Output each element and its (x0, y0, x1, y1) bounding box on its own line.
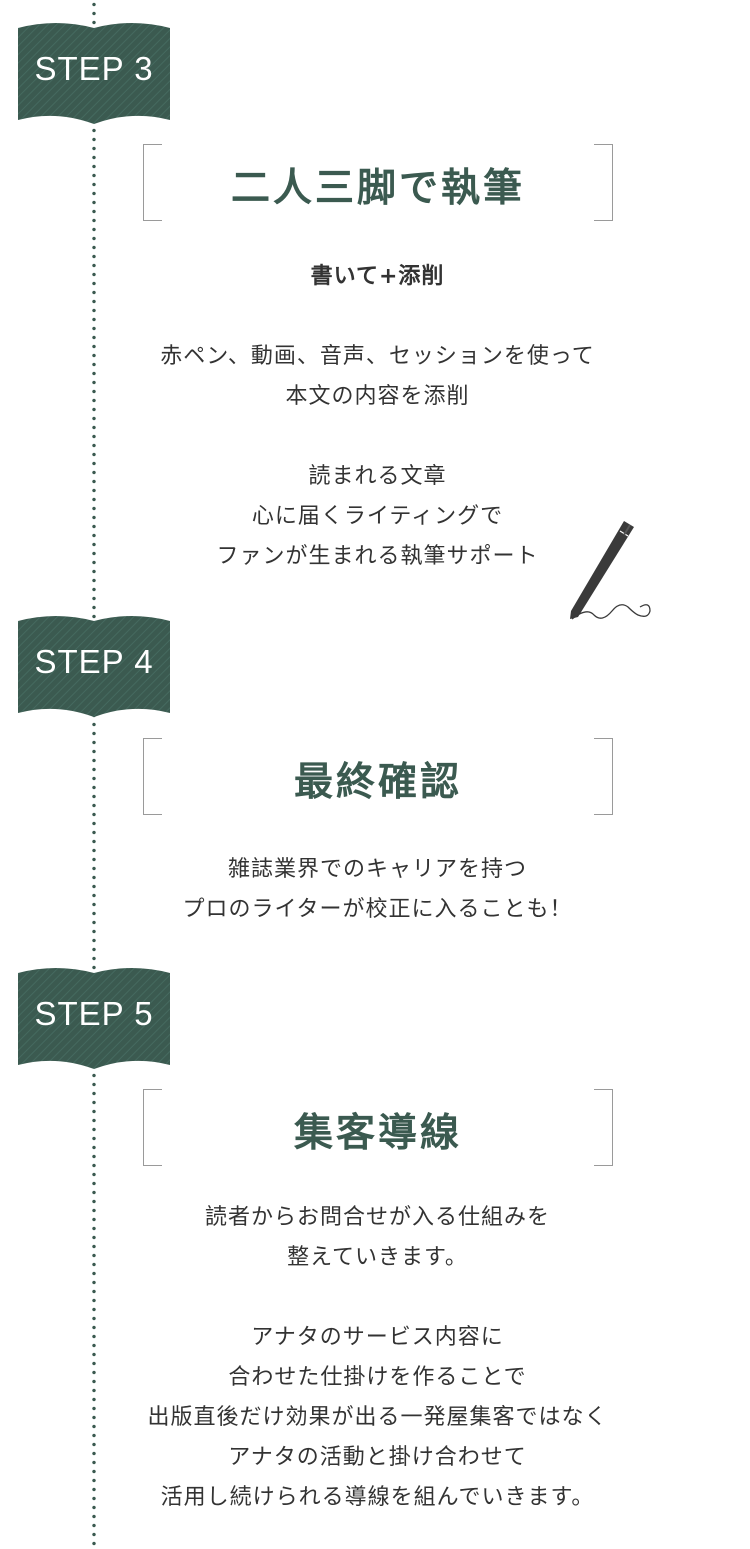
text-line-blank (100, 297, 655, 337)
step-3-title: 二人三脚で執筆 (230, 166, 525, 211)
right-bracket (594, 144, 613, 221)
step-4-title-frame: 最終確認 (143, 738, 613, 815)
text-line: 読者からお問合せが入る仕組みを (204, 1205, 550, 1230)
step-3-subheading: 書いて+添削 (310, 264, 445, 289)
book-badge-icon (18, 616, 170, 717)
right-bracket (594, 738, 613, 815)
step-3-badge: STEP 3 (18, 20, 170, 124)
step-3-title-frame: 二人三脚で執筆 (143, 144, 613, 221)
text-line: 出版直後だけ効果が出る一発屋集客ではなく (147, 1405, 608, 1430)
pen-icon (570, 521, 651, 620)
text-line: アナタの活動と掛け合わせて (228, 1445, 527, 1470)
step-5-description: 読者からお問合せが入る仕組みを 整えていきます。 アナタのサービス内容に 合わせ… (100, 1198, 655, 1518)
text-line: 読まれる文章 (308, 464, 447, 489)
text-line: 本文の内容を添削 (285, 384, 470, 409)
step-4-badge: STEP 4 (18, 613, 170, 717)
text-line (100, 1278, 655, 1318)
step-4-description: 雑誌業界でのキャリアを持つ プロのライターが校正に入ることも！ (100, 850, 655, 930)
step-label: STEP 4 (34, 643, 154, 680)
left-bracket (143, 144, 162, 221)
text-line (100, 417, 655, 457)
text-line: 合わせた仕掛けを作ることで (228, 1365, 527, 1390)
step-5-title-frame: 集客導線 (143, 1089, 613, 1166)
step-4-title: 最終確認 (293, 760, 462, 805)
text-line: アナタのサービス内容に (251, 1325, 504, 1350)
text-line: 活用し続けられる導線を組んでいきます。 (160, 1485, 595, 1510)
book-badge-icon (18, 23, 170, 124)
step-5-badge: STEP 5 (18, 965, 170, 1069)
timeline-dotted-line (92, 0, 96, 1549)
left-bracket (143, 1089, 162, 1166)
text-line: 心に届くライティングで (251, 504, 504, 529)
left-bracket (143, 738, 162, 815)
text-line: 雑誌業界でのキャリアを持つ (227, 857, 527, 882)
right-bracket (594, 1089, 613, 1166)
book-badge-icon (18, 968, 170, 1069)
text-line: 整えていきます。 (287, 1245, 468, 1270)
text-line: 赤ペン、動画、音声、セッションを使って (160, 344, 595, 369)
step-label: STEP 5 (34, 995, 154, 1032)
step-5-title: 集客導線 (293, 1111, 462, 1156)
text-line: プロのライターが校正に入ることも！ (182, 897, 573, 922)
step-3-description: 書いて+添削 赤ペン、動画、音声、セッションを使って 本文の内容を添削 読まれる… (100, 257, 655, 577)
text-line: ファンが生まれる執筆サポート (216, 544, 539, 569)
step-label: STEP 3 (34, 50, 154, 87)
